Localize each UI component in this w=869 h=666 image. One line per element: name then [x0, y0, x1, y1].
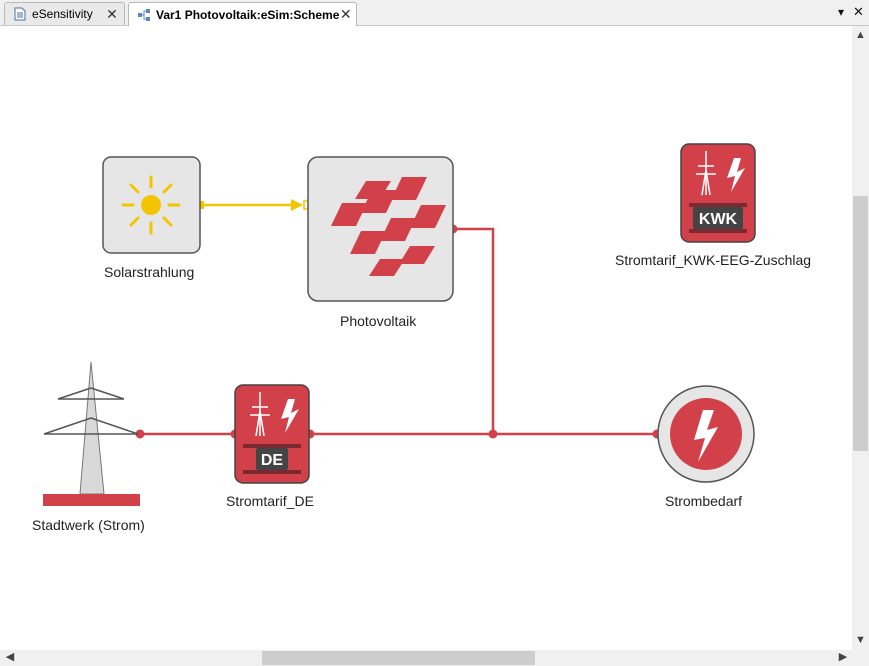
close-icon[interactable]: ✕	[853, 4, 864, 19]
close-icon[interactable]: ✕	[106, 5, 118, 22]
scrollbar-corner	[852, 650, 869, 666]
node-label-photovoltaik: Photovoltaik	[340, 313, 417, 329]
vertical-scrollbar[interactable]: ▲ ▼	[852, 26, 869, 650]
node-photovoltaik[interactable]	[307, 156, 454, 302]
scroll-right-icon[interactable]: ▶	[838, 651, 848, 663]
node-label-stadtwerk: Stadtwerk (Strom)	[32, 517, 145, 533]
node-solar[interactable]	[102, 156, 201, 254]
document-icon	[13, 7, 27, 21]
node-stromtarif-de[interactable]: DE	[234, 384, 310, 484]
power-pylon-icon	[43, 361, 140, 506]
node-kwk[interactable]: KWK	[680, 143, 756, 243]
scheme-canvas[interactable]: KWK	[0, 26, 852, 650]
tab-label: Var1 Photovoltaik:eSim:Scheme	[156, 7, 340, 22]
tab-esensitivity[interactable]: eSensitivity ✕	[4, 2, 125, 25]
scroll-down-icon[interactable]: ▼	[855, 634, 866, 646]
scroll-up-icon[interactable]: ▲	[855, 29, 866, 41]
sun-icon	[121, 175, 181, 235]
node-label-strombedarf: Strombedarf	[665, 493, 743, 509]
kwk-badge: KWK	[699, 211, 738, 228]
horizontal-scroll-thumb[interactable]	[262, 651, 535, 665]
tariff-icon: DE	[243, 392, 301, 474]
node-label-kwk: Stromtarif_KWK-EEG-Zuschlag	[615, 252, 812, 268]
scheme-icon	[137, 8, 151, 22]
tab-scheme[interactable]: Var1 Photovoltaik:eSim:Scheme ✕	[128, 2, 357, 26]
tariff-icon: KWK	[689, 151, 747, 233]
scroll-left-icon[interactable]: ◀	[5, 651, 15, 663]
node-stadtwerk[interactable]	[43, 361, 140, 506]
editor-tab-bar: eSensitivity ✕ Var1 Photovoltaik:eSim:Sc…	[0, 0, 869, 26]
horizontal-scrollbar[interactable]: ◀ ▶	[0, 650, 852, 666]
node-label-stromtarif-de: Stromtarif_DE	[226, 493, 314, 509]
node-strombedarf[interactable]	[657, 385, 755, 483]
close-icon[interactable]: ✕	[339, 6, 352, 22]
tab-label: eSensitivity	[32, 7, 93, 21]
lightning-icon	[694, 410, 718, 462]
node-label-solarstrahlung: Solarstrahlung	[104, 264, 195, 280]
de-badge: DE	[261, 452, 284, 469]
connection-solar-pv[interactable]	[196, 199, 313, 211]
solar-panel-icon	[331, 177, 446, 276]
chevron-down-icon[interactable]: ▾	[838, 5, 845, 19]
vertical-scroll-thumb[interactable]	[853, 196, 868, 451]
